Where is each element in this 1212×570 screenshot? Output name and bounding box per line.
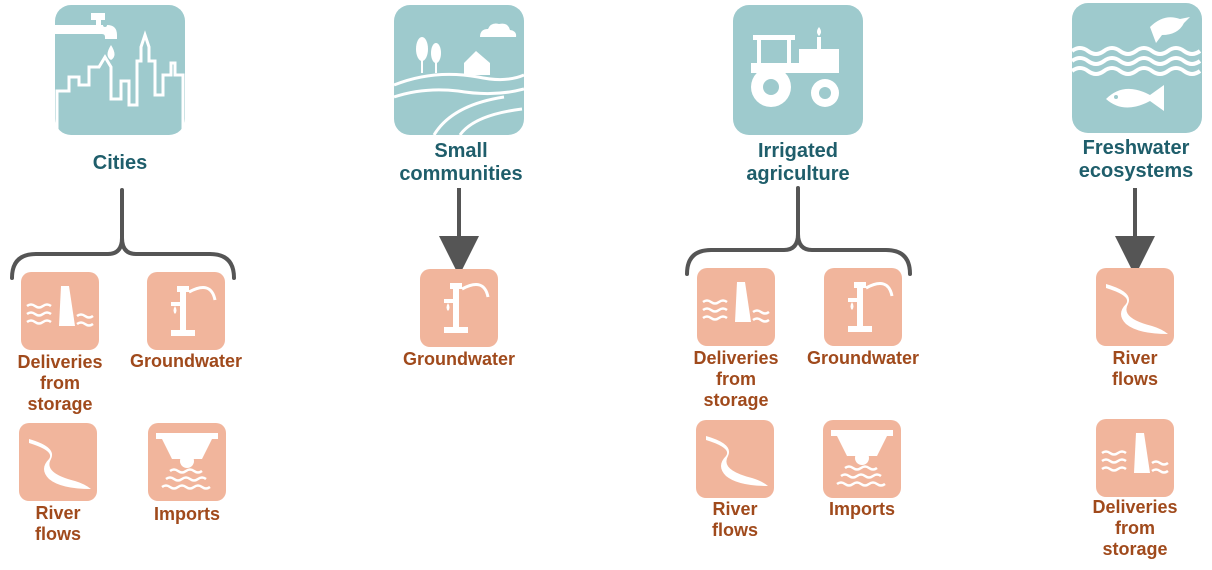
- river-icon: [1096, 268, 1174, 346]
- water-pump-icon: [420, 269, 498, 347]
- source-label-groundwater: Groundwater: [129, 351, 242, 371]
- cities-bracket: [10, 188, 236, 280]
- source-label-groundwater: Groundwater: [402, 349, 515, 369]
- aqueduct-icon: [148, 423, 226, 501]
- fish-bird-icon: [1072, 3, 1202, 133]
- farmland-icon: [394, 5, 524, 135]
- sector-label-cities: Cities: [92, 152, 148, 174]
- river-icon: [696, 420, 774, 498]
- source-label-imports: Imports: [153, 504, 220, 524]
- sector-label-irrigated-agriculture: Irrigated agriculture: [746, 140, 850, 185]
- sector-label-small-communities: Small communities: [399, 140, 523, 185]
- agriculture-bracket: [685, 186, 912, 276]
- source-label-imports: Imports: [828, 499, 895, 519]
- water-pump-icon: [824, 268, 902, 346]
- city-faucet-icon: [55, 5, 185, 135]
- water-pump-icon: [147, 272, 225, 350]
- sector-label-freshwater-ecosystems: Freshwater ecosystems: [1078, 137, 1194, 182]
- dam-icon: [21, 272, 99, 350]
- dam-icon: [697, 268, 775, 346]
- source-label-groundwater: Groundwater: [806, 348, 919, 368]
- dam-icon: [1096, 419, 1174, 497]
- aqueduct-icon: [823, 420, 901, 498]
- river-icon: [19, 423, 97, 501]
- tractor-icon: [733, 5, 863, 135]
